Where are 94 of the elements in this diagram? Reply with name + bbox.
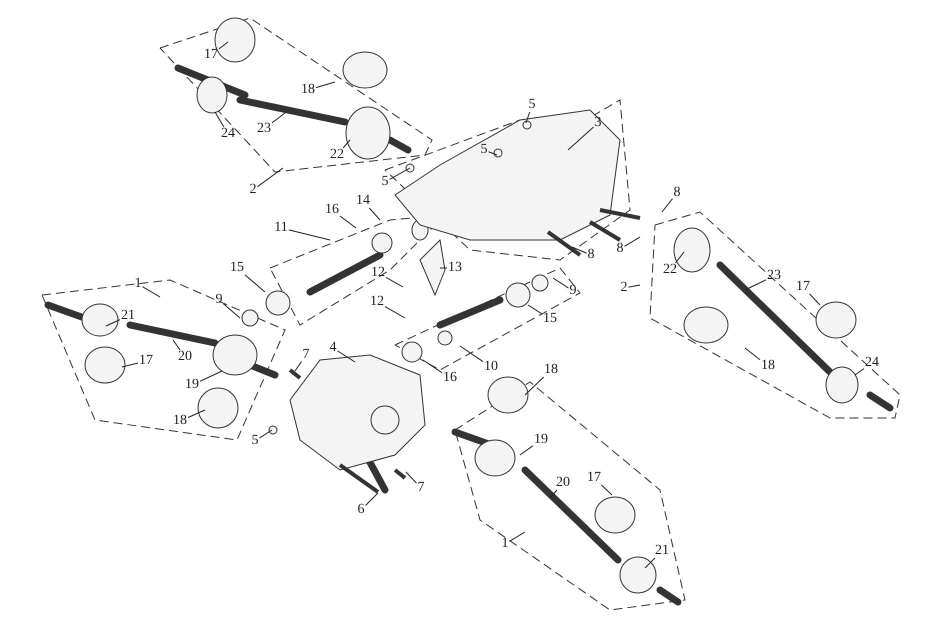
leader-line [214, 112, 224, 128]
callout-number: 17 [586, 471, 602, 485]
leader-line [365, 492, 378, 506]
callout-number: 19 [184, 378, 200, 392]
callout-number: 18 [760, 359, 776, 373]
leader-line [488, 151, 498, 156]
leader-line [244, 274, 266, 292]
callout-number: 2 [248, 183, 258, 197]
callout-number: 18 [543, 363, 559, 377]
leader-line [386, 276, 404, 288]
leader-line [460, 346, 484, 362]
leader-line [223, 303, 240, 318]
callout-number: 23 [256, 122, 272, 136]
leader-line [520, 445, 534, 456]
leader-line [744, 279, 766, 290]
leader-line [406, 472, 417, 484]
leader-line [526, 112, 530, 124]
leader-line [624, 236, 640, 247]
leader-line [550, 490, 558, 498]
callout-number: 15 [229, 261, 245, 275]
callout-number: 9 [568, 284, 578, 298]
leader-line [524, 376, 544, 396]
leader-line [340, 216, 356, 228]
callout-number: 4 [328, 341, 338, 355]
callout-number: 5 [250, 434, 260, 448]
leader-line [106, 319, 120, 326]
leader-line [854, 368, 864, 376]
callout-number: 5 [380, 175, 390, 189]
leader-line [294, 361, 302, 372]
leader-line [552, 278, 569, 289]
leader-line [600, 484, 612, 496]
callout-number: 7 [416, 481, 426, 495]
leader-line [628, 284, 640, 288]
callout-number: 16 [442, 371, 458, 385]
callout-number: 18 [300, 83, 316, 97]
leader-line [662, 198, 673, 212]
leader-line [259, 430, 272, 439]
callout-number: 22 [329, 148, 345, 162]
callout-number: 21 [120, 309, 136, 323]
callout-number: 17 [795, 280, 811, 294]
callout-number: 16 [324, 203, 340, 217]
callout-number: 23 [766, 269, 782, 283]
leader-line [337, 350, 356, 362]
callout-number: 14 [355, 194, 371, 208]
callout-number: 24 [864, 356, 880, 370]
callout-number: 5 [480, 143, 488, 157]
callout-number: 17 [203, 48, 219, 62]
leader-line [188, 410, 206, 418]
callout-number: 12 [369, 295, 385, 309]
leader-line [384, 306, 406, 318]
leader-line [674, 252, 684, 264]
callout-number: 6 [356, 503, 366, 517]
leader-line [218, 42, 228, 50]
callout-number: 8 [586, 248, 596, 262]
leader-line [288, 229, 330, 240]
leader-line [644, 558, 656, 568]
leader-line [316, 82, 336, 88]
callout-number: 7 [302, 348, 310, 362]
callout-number: 11 [273, 221, 289, 235]
leader-line [509, 532, 526, 542]
leader-line [272, 112, 286, 124]
callout-number: 8 [672, 186, 682, 200]
callout-number: 17 [138, 354, 154, 368]
callout-number: 20 [555, 476, 571, 490]
callout-number: 22 [662, 263, 678, 277]
leader-line [572, 246, 587, 254]
callout-number: 1 [500, 537, 510, 551]
callout-number: 15 [542, 312, 558, 326]
callout-number: 24 [220, 127, 236, 141]
leader-line [172, 340, 181, 350]
callout-number: 9 [214, 293, 224, 307]
callout-number: 1 [134, 277, 142, 291]
leader-line [528, 304, 542, 314]
leader-line [809, 294, 820, 306]
callout-number: 2 [620, 281, 628, 295]
callout-number: 8 [616, 242, 624, 256]
callout-number: 19 [533, 433, 549, 447]
leader-line [744, 348, 760, 360]
leader-line [389, 168, 410, 180]
leader-line [422, 360, 442, 374]
leader-line [368, 208, 380, 220]
callout-number: 10 [483, 360, 499, 374]
leader-line [122, 362, 138, 368]
callout-number: 20 [177, 350, 193, 364]
leader-line [342, 140, 350, 148]
callout-number: 13 [447, 261, 463, 275]
callout-number: 18 [172, 414, 188, 428]
callout-number: 21 [654, 544, 670, 558]
leader-line [142, 286, 160, 298]
callout-number: 5 [528, 98, 536, 112]
leader-line [257, 168, 284, 188]
callout-number: 12 [370, 266, 386, 280]
callout-number: 3 [594, 116, 602, 130]
leader-line [200, 370, 222, 382]
